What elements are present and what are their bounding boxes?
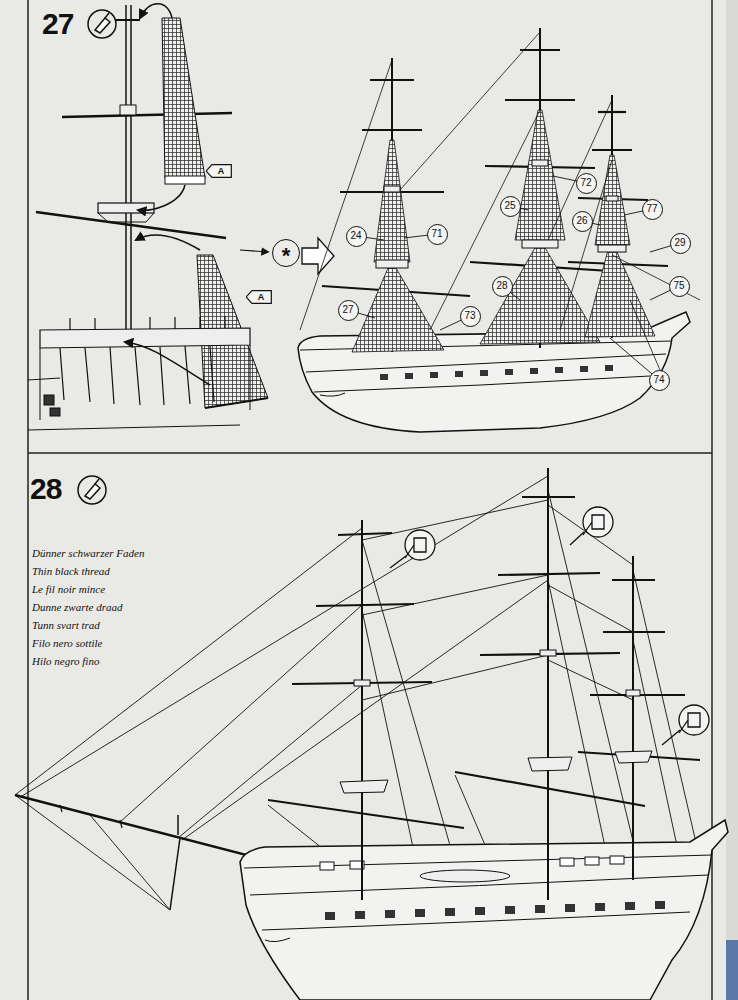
ship-step-28	[15, 468, 728, 1000]
part-letter: A	[214, 167, 225, 176]
callout-number: 28	[492, 276, 513, 297]
callout-text: 72	[580, 178, 591, 188]
callout-number: 74	[649, 370, 670, 391]
step-number: 27	[42, 9, 73, 39]
thread-note: Hilo negro fino	[32, 655, 99, 668]
callout-text: 26	[576, 216, 587, 226]
symbol-circle: *	[272, 239, 300, 267]
callout-number: 26	[572, 211, 593, 232]
thread-note: Filo nero sottile	[32, 637, 102, 650]
glue-icon	[78, 10, 116, 504]
thread-note: Le fil noir mince	[32, 583, 105, 596]
callout-text: 73	[464, 311, 475, 321]
symbol-text: *	[282, 245, 291, 267]
thread-note: Dunne zwarte draad	[32, 601, 122, 614]
part-flag: A	[206, 164, 232, 178]
callout-text: 28	[496, 281, 507, 291]
callout-number: 29	[670, 233, 691, 254]
callout-text: 75	[673, 281, 684, 291]
callout-number: 75	[669, 276, 690, 297]
callout-number: 73	[460, 306, 481, 327]
callout-text: 29	[674, 238, 685, 248]
callout-text: 25	[504, 201, 515, 211]
thread-note: Tunn svart trad	[32, 619, 100, 632]
thread-note: Dünner schwarzer Faden	[32, 547, 144, 560]
callout-text: 24	[350, 231, 361, 241]
part-flag: A	[246, 290, 272, 304]
callout-number: 77	[642, 199, 663, 220]
callout-text: 74	[653, 375, 664, 385]
callout-text: 71	[431, 229, 442, 239]
part-letter: A	[254, 293, 265, 302]
callout-text: 27	[342, 305, 353, 315]
thread-note: Thin black thread	[32, 565, 110, 578]
callout-number: 71	[427, 224, 448, 245]
ship-step-27	[298, 28, 700, 432]
step-number: 28	[30, 474, 61, 504]
callout-number: 27	[338, 300, 359, 321]
callout-text: 77	[646, 204, 657, 214]
callout-number: 72	[576, 173, 597, 194]
callout-number: 25	[500, 196, 521, 217]
callout-number: 24	[346, 226, 367, 247]
mast-detail	[28, 4, 334, 430]
